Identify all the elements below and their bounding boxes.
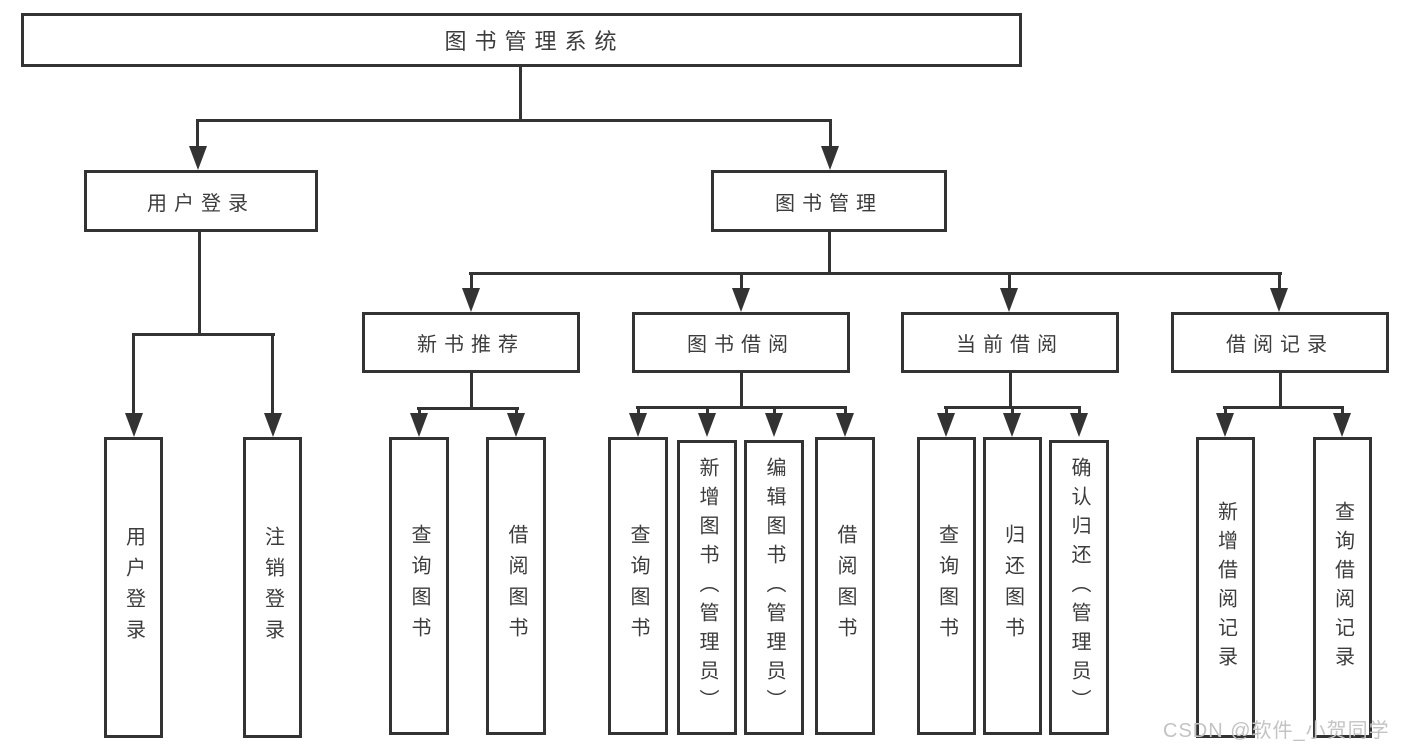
arrow-down-icon — [698, 413, 716, 437]
node-label: 图书管理 — [775, 192, 883, 215]
connector-line — [1011, 406, 1014, 415]
arrow-down-icon — [765, 413, 783, 437]
connector-line — [1224, 406, 1227, 415]
node-logout: 注销登录 — [243, 437, 302, 738]
node-label: 查询图书 — [408, 524, 430, 648]
node-label: 注销登录 — [261, 525, 284, 650]
connector-line — [706, 406, 709, 415]
node-label: 借阅记录 — [1226, 334, 1334, 356]
connector-line — [470, 373, 473, 410]
connector-line — [1279, 373, 1282, 409]
node-book-borrowing: 图书借阅 — [632, 312, 850, 373]
arrow-down-icon — [629, 413, 647, 437]
node-add-books-admin: 新增图书（管理员） — [677, 440, 737, 735]
node-borrowing-records: 借阅记录 — [1171, 312, 1389, 373]
csdn-watermark: CSDN @软件_小贺同学 — [1163, 720, 1390, 742]
arrow-down-icon — [836, 413, 854, 437]
arrow-down-icon — [1216, 413, 1234, 437]
node-label: 新增图书（管理员） — [696, 457, 718, 718]
arrow-down-icon — [125, 413, 143, 437]
node-label: 借阅图书 — [505, 524, 527, 648]
node-borrow-books-1: 借阅图书 — [486, 437, 546, 735]
connector-line — [418, 407, 421, 415]
node-book-management: 图书管理 — [711, 170, 947, 232]
arrow-down-icon — [410, 413, 428, 437]
node-label: 图书管理系统 — [444, 29, 625, 54]
node-query-books-1: 查询图书 — [389, 437, 449, 735]
connector-line — [469, 272, 1282, 275]
arrow-down-icon — [732, 288, 750, 312]
connector-line — [417, 407, 519, 410]
node-label: 新书推荐 — [417, 334, 525, 356]
node-label: 确认归还（管理员） — [1068, 457, 1090, 718]
connector-line — [1078, 406, 1081, 415]
node-label: 查询借阅记录 — [1331, 500, 1354, 675]
connector-line — [1341, 406, 1344, 415]
node-new-book-recommend: 新书推荐 — [362, 312, 580, 373]
node-query-books-3: 查询图书 — [917, 437, 976, 735]
arrow-down-icon — [462, 288, 480, 312]
connector-line — [740, 373, 743, 409]
node-label: 新增借阅记录 — [1214, 500, 1237, 675]
node-confirm-return-admin: 确认归还（管理员） — [1049, 440, 1109, 735]
node-current-borrowing: 当前借阅 — [901, 312, 1119, 373]
connector-line — [132, 333, 275, 336]
connector-line — [515, 407, 518, 415]
node-user-login: 用户登录 — [84, 170, 318, 232]
node-label: 用户登录 — [147, 192, 255, 215]
connector-line — [828, 232, 831, 275]
node-query-books-2: 查询图书 — [608, 437, 668, 735]
node-return-books: 归还图书 — [983, 437, 1042, 735]
connector-line — [271, 333, 274, 417]
node-edit-books-admin: 编辑图书（管理员） — [744, 440, 804, 735]
connector-line — [196, 119, 199, 149]
node-user-login-leaf: 用户登录 — [104, 437, 163, 738]
connector-line — [1009, 373, 1012, 409]
arrow-down-icon — [507, 413, 525, 437]
connector-line — [519, 67, 522, 119]
node-label: 编辑图书（管理员） — [763, 457, 785, 718]
node-label: 借阅图书 — [834, 524, 856, 648]
node-add-borrow-record: 新增借阅记录 — [1196, 437, 1255, 738]
arrow-down-icon — [1070, 413, 1088, 437]
node-borrow-books-2: 借阅图书 — [815, 437, 875, 735]
arrow-down-icon — [821, 146, 839, 170]
connector-line — [132, 333, 135, 417]
node-label: 归还图书 — [1001, 524, 1024, 648]
connector-line — [1278, 272, 1281, 292]
connector-line — [1223, 406, 1344, 409]
arrow-down-icon — [1003, 413, 1021, 437]
arrow-down-icon — [1000, 288, 1018, 312]
node-label: 查询图书 — [935, 524, 958, 648]
connector-line — [844, 406, 847, 415]
connector-line — [829, 119, 832, 149]
connector-line — [196, 119, 832, 122]
connector-line — [470, 272, 473, 292]
node-label: 查询图书 — [627, 524, 649, 648]
node-query-borrow-record: 查询借阅记录 — [1313, 437, 1372, 738]
arrow-down-icon — [189, 146, 207, 170]
connector-line — [198, 232, 201, 336]
arrow-down-icon — [1270, 288, 1288, 312]
arrow-down-icon — [937, 413, 955, 437]
node-library-management-system: 图书管理系统 — [21, 13, 1022, 67]
connector-line — [1008, 272, 1011, 292]
arrow-down-icon — [1333, 413, 1351, 437]
arrow-down-icon — [264, 413, 282, 437]
node-label: 图书借阅 — [687, 334, 795, 356]
node-label: 当前借阅 — [956, 334, 1064, 356]
connector-line — [637, 406, 640, 415]
connector-line — [773, 406, 776, 415]
node-label: 用户登录 — [122, 525, 145, 650]
connector-line — [636, 406, 847, 409]
connector-line — [945, 406, 948, 415]
connector-line — [740, 272, 743, 292]
